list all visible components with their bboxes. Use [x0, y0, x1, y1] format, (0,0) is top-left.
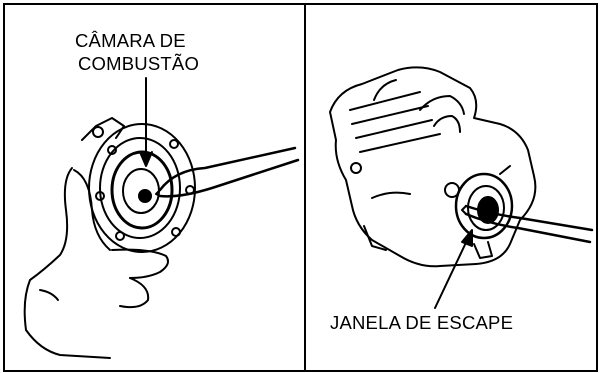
panel-divider [304, 3, 306, 372]
figure-frame [3, 3, 598, 372]
exhaust-port-label: JANELA DE ESCAPE [330, 312, 514, 333]
combustion-chamber-label-line1: CÂMARA DE [75, 30, 186, 51]
combustion-chamber-label-line2: COMBUSTÃO [78, 53, 200, 74]
